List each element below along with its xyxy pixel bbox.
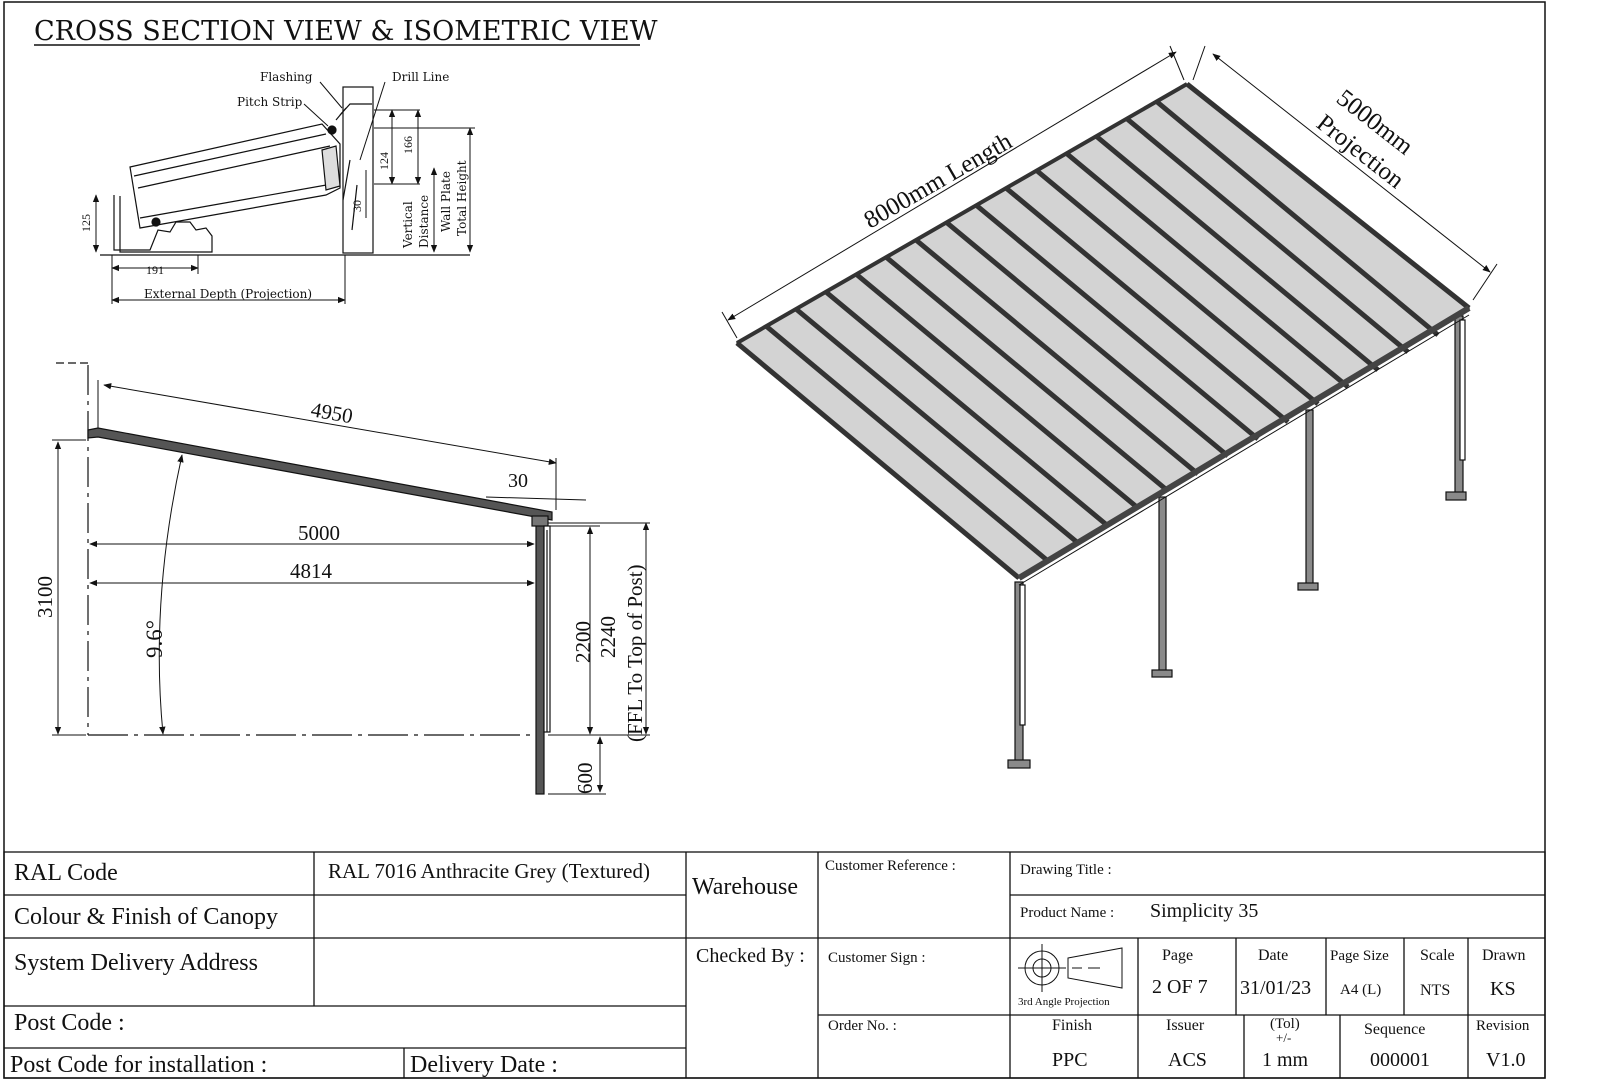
customer-reference-label: Customer Reference : [825, 858, 956, 874]
dim-600: 600 [573, 763, 597, 795]
dim-5000: 5000 [298, 521, 340, 545]
dim-30-side: 30 [508, 470, 528, 492]
issuer-value: ACS [1168, 1049, 1207, 1071]
vertical-distance-label-2: Distance [417, 195, 431, 248]
vertical-distance-label-1: Vertical [401, 201, 415, 249]
projection-caption: 3rd Angle Projection [1018, 996, 1110, 1008]
iso-dimensions [721, 45, 1498, 339]
revision-label: Revision [1476, 1018, 1530, 1034]
dim-2240: 2240 [596, 616, 620, 658]
side-dimensions [52, 380, 650, 795]
wall-plate [342, 86, 374, 254]
cross-section-dimensions [92, 81, 475, 304]
pitch-angle: 9.6° [142, 620, 167, 658]
order-no-label: Order No. : [828, 1018, 897, 1034]
colour-finish-label: Colour & Finish of Canopy [14, 904, 278, 930]
issuer-label: Issuer [1166, 1017, 1205, 1034]
dim-4950: 4950 [309, 397, 355, 428]
title-block [3, 851, 1546, 1079]
system-delivery-label: System Delivery Address [14, 950, 258, 976]
wall-plate-label-2: Total Height [455, 160, 469, 236]
dim-191: 191 [146, 263, 164, 277]
external-depth-label: External Depth (Projection) [144, 287, 312, 301]
finish-value: PPC [1052, 1049, 1088, 1071]
drawing-title-label: Drawing Title : [1020, 862, 1112, 878]
pitch-strip [327, 125, 337, 135]
date-value: 31/01/23 [1240, 977, 1311, 999]
wall-plate-label-1: Wall Plate [439, 171, 453, 232]
page-value: 2 OF 7 [1152, 976, 1208, 998]
dim-4814: 4814 [290, 559, 333, 583]
pitch-strip-label: Pitch Strip [237, 95, 303, 109]
scale-value: NTS [1420, 982, 1450, 999]
tol-label-1: (Tol) [1270, 1016, 1300, 1032]
dim-3100: 3100 [33, 576, 57, 618]
drawn-value: KS [1490, 978, 1516, 1000]
side-post [535, 519, 545, 795]
page-title: CROSS SECTION VIEW & ISOMETRIC VIEW [34, 16, 658, 47]
dim-30-small: 30 [350, 200, 364, 212]
sequence-label: Sequence [1364, 1021, 1425, 1038]
dim-2200: 2200 [571, 621, 595, 663]
ral-code-label: RAL Code [14, 860, 118, 886]
dim-125: 125 [79, 214, 93, 232]
product-name-label: Product Name : [1020, 905, 1114, 921]
customer-sign-label: Customer Sign : [828, 950, 926, 966]
warehouse-label: Warehouse [692, 874, 798, 900]
post-code-label: Post Code : [14, 1010, 125, 1036]
finish-label: Finish [1052, 1017, 1092, 1034]
date-label: Date [1258, 947, 1288, 964]
post-code-install-label: Post Code for installation : [10, 1052, 267, 1078]
tol-label-2: +/- [1276, 1030, 1291, 1045]
side-rafter [87, 427, 553, 521]
flashing-label: Flashing [260, 70, 313, 84]
revision-value: V1.0 [1486, 1049, 1525, 1071]
page-size-value: A4 (L) [1340, 982, 1381, 998]
ffl-label: (FFL To Top of Post) [623, 564, 647, 742]
isometric-view [735, 82, 1471, 769]
iso-posts [1007, 315, 1467, 769]
product-name-value: Simplicity 35 [1150, 900, 1258, 922]
checked-by-label: Checked By : [696, 945, 805, 967]
drawn-label: Drawn [1482, 947, 1526, 964]
page-size-label: Page Size [1330, 948, 1389, 964]
page-label: Page [1162, 947, 1193, 964]
dim-124: 124 [377, 152, 391, 170]
scale-label: Scale [1420, 947, 1455, 964]
delivery-date-label: Delivery Date : [410, 1052, 558, 1078]
cross-section-detail [100, 86, 470, 256]
rafter-profile [129, 123, 341, 229]
tol-value: 1 mm [1262, 1049, 1309, 1071]
ral-code-value: RAL 7016 Anthracite Grey (Textured) [328, 859, 650, 883]
drill-line-label: Drill Line [392, 70, 449, 84]
dim-166: 166 [401, 136, 415, 154]
sequence-value: 000001 [1370, 1049, 1430, 1071]
third-angle-projection-icon [1018, 944, 1123, 992]
gutter-profile [113, 195, 213, 253]
